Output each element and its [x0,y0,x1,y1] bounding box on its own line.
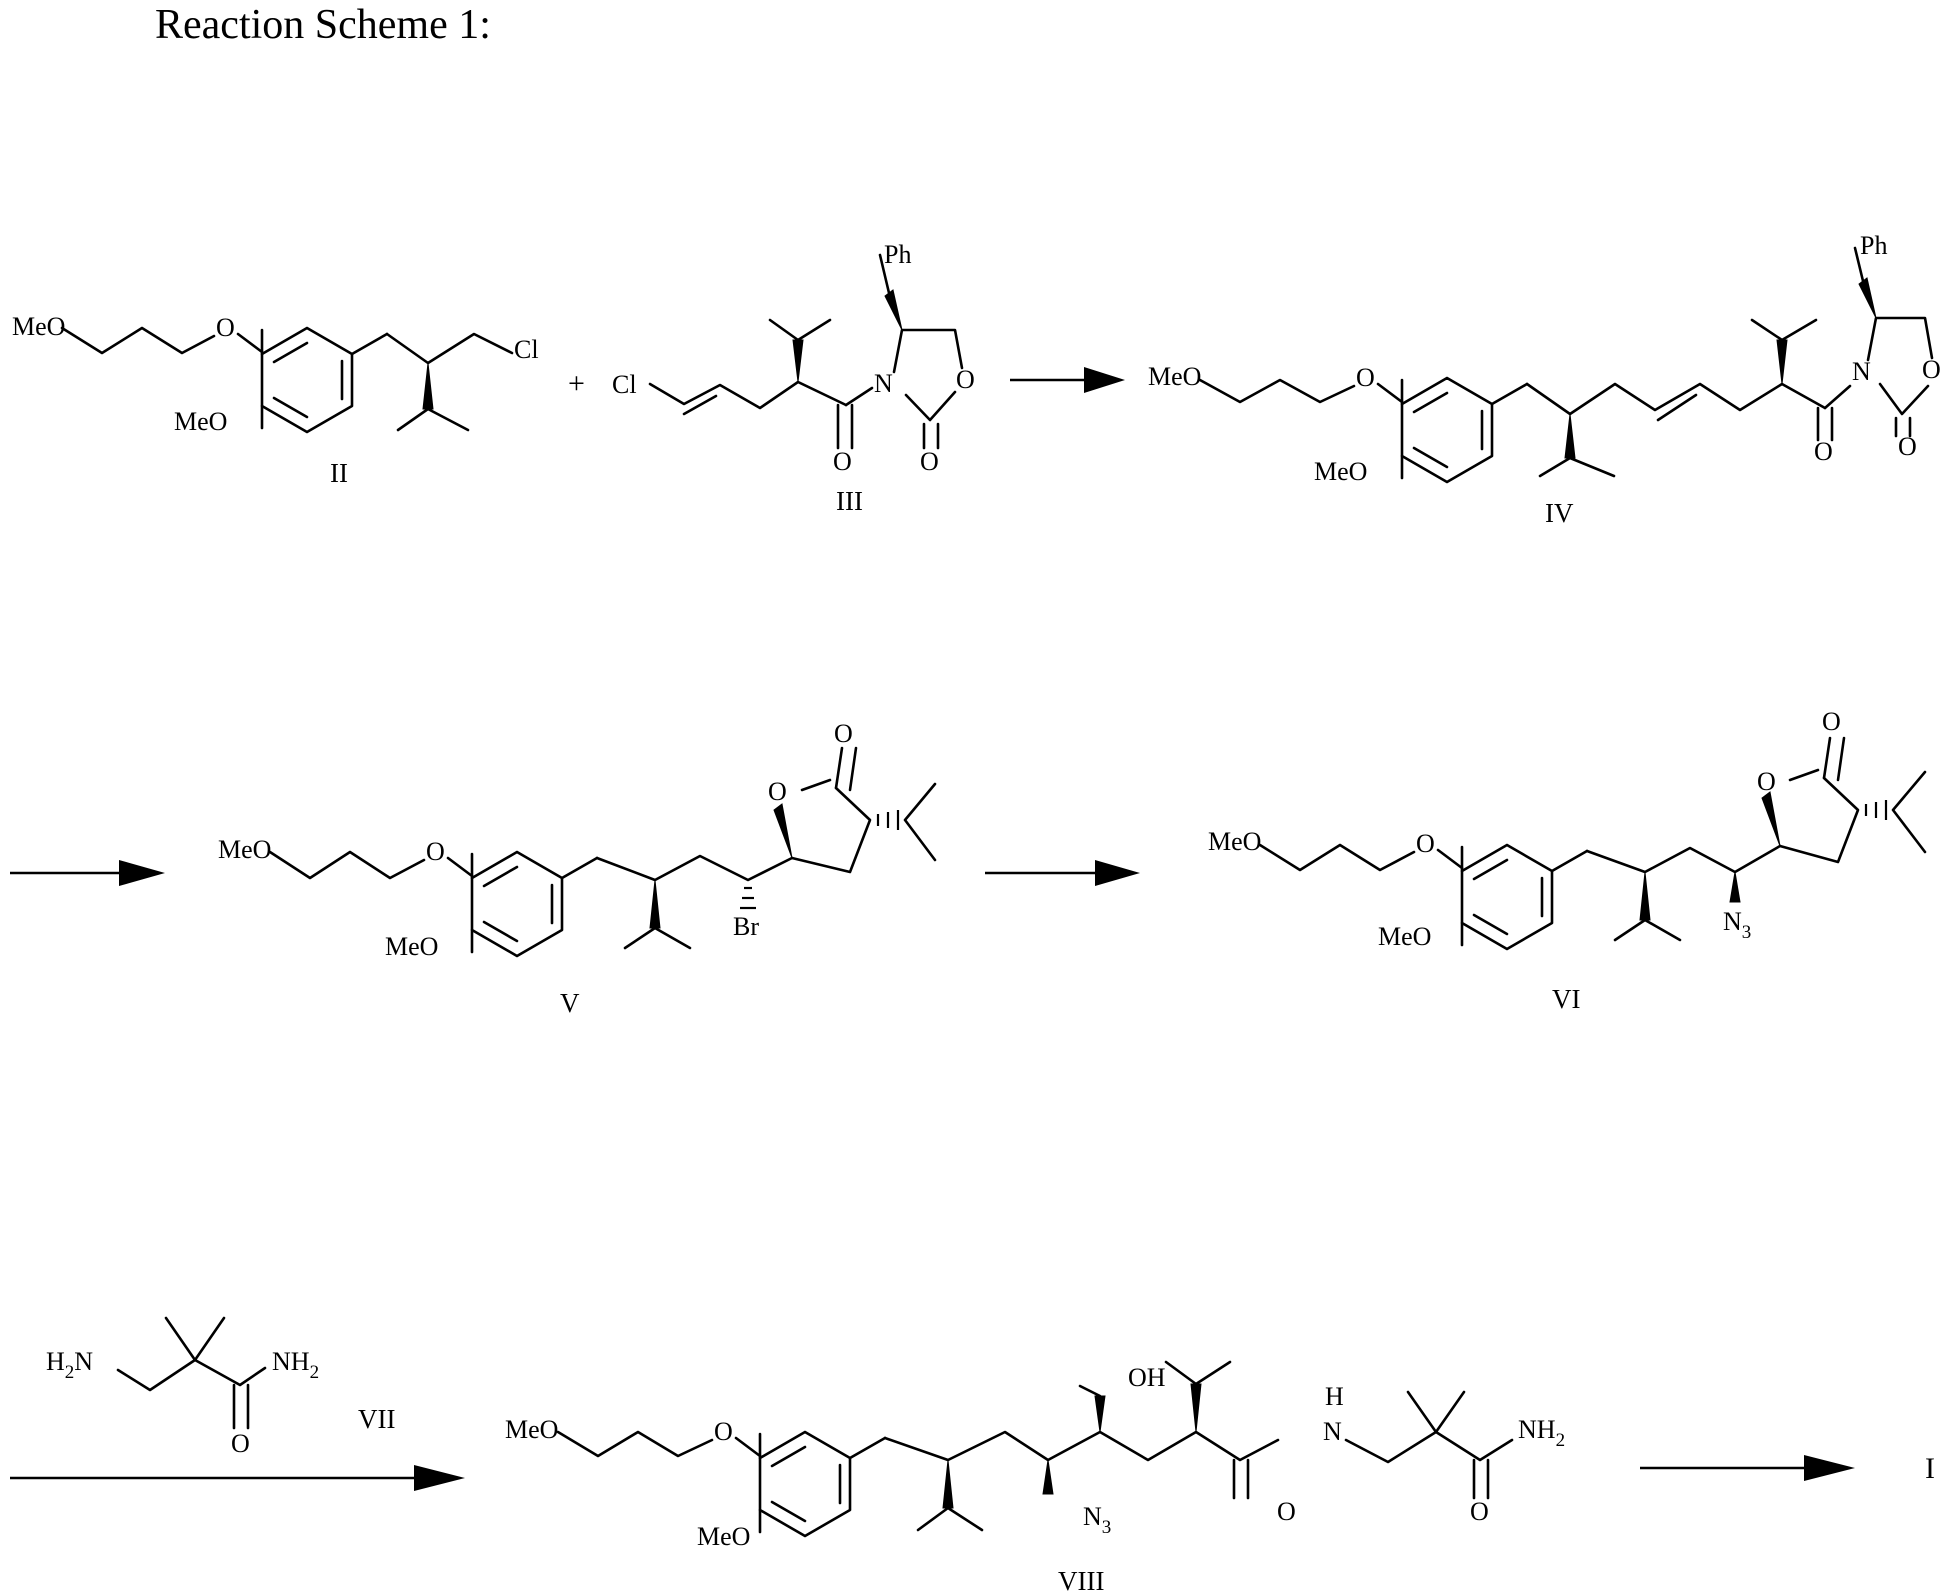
oxygen-label: O [1814,437,1833,466]
oxygen-label: O [1898,432,1917,461]
nitrogen-label: N [1323,1417,1342,1446]
reaction-arrow-1 [1010,367,1125,393]
reagent-vii: H2N O NH2 VII [46,1316,395,1458]
hydroxyl-label: OH [1128,1363,1166,1392]
reaction-arrow-3 [985,860,1140,886]
hashed-bond [740,886,756,910]
amide-label: NH2 [272,1347,319,1383]
final-product-label: I [1925,1452,1935,1485]
oxygen-label: O [1470,1497,1489,1526]
oxygen-label: O [714,1417,733,1446]
methoxy-label: MeO [385,932,438,961]
reaction-arrow-2 [10,860,165,886]
reaction-arrow-4 [10,1465,465,1491]
scheme-title: Reaction Scheme 1: [155,2,491,48]
oxygen-label: O [1416,829,1435,858]
compound-label-iv: IV [1545,498,1574,528]
methoxy-label: MeO [12,312,65,341]
oxygen-label: O [1757,767,1776,796]
nh-hydrogen-label: H [1325,1382,1344,1411]
methoxy-label: MeO [174,407,227,436]
methoxy-label: MeO [1208,827,1261,856]
oxygen-label: O [426,837,445,866]
chlorine-label: Cl [612,370,637,399]
compound-iii: Cl O N O O Ph III [612,240,975,516]
oxygen-label: O [956,365,975,394]
oxygen-label: O [216,313,235,342]
oxygen-label: O [834,719,853,748]
nitrogen-label: N [1852,357,1871,386]
chlorine-label: Cl [514,335,539,364]
oxygen-label: O [1277,1497,1296,1526]
bromine-label: Br [733,912,759,941]
plus-sign: + [568,367,585,400]
methoxy-label: MeO [1314,457,1367,486]
phenyl-label: Ph [884,240,911,269]
azide-label: N3 [1083,1502,1111,1538]
reaction-arrow-5 [1640,1455,1855,1481]
compound-ii: MeO O MeO Cl II [12,312,539,488]
oxygen-label: O [833,447,852,476]
nitrogen-label: N [874,369,893,398]
methoxy-label: MeO [505,1415,558,1444]
oxygen-label: O [920,447,939,476]
methoxy-label: MeO [697,1522,750,1551]
oxygen-label: O [1922,355,1941,384]
compound-label-v: V [560,988,580,1018]
oxygen-label: O [231,1429,250,1458]
compound-label-viii: VIII [1058,1566,1104,1594]
oxygen-label: O [1822,707,1841,736]
compound-label-vii: VII [358,1404,395,1434]
azide-label: N3 [1723,907,1751,943]
methoxy-label: MeO [1378,922,1431,951]
methoxy-label: MeO [1148,362,1201,391]
oxygen-label: O [1356,363,1375,392]
compound-label-iii: III [836,486,863,516]
amine-label: H2N [46,1347,93,1383]
compound-iv: MeO O MeO O N O O Ph IV [1148,231,1941,528]
compound-vi: MeO O MeO N3 O O VI [1208,707,1927,1014]
compound-label-vi: VI [1552,984,1581,1014]
methoxy-label: MeO [218,835,271,864]
hashed-bond [1864,800,1888,820]
amide-label: NH2 [1518,1415,1565,1451]
compound-viii: MeO O MeO OH N3 O H N O NH2 VIII [505,1360,1565,1594]
compound-label-ii: II [330,458,348,488]
oxygen-label: O [768,777,787,806]
compound-v: MeO O MeO Br O O V [218,719,937,1018]
phenyl-label: Ph [1860,231,1887,260]
hashed-bond [876,810,900,830]
